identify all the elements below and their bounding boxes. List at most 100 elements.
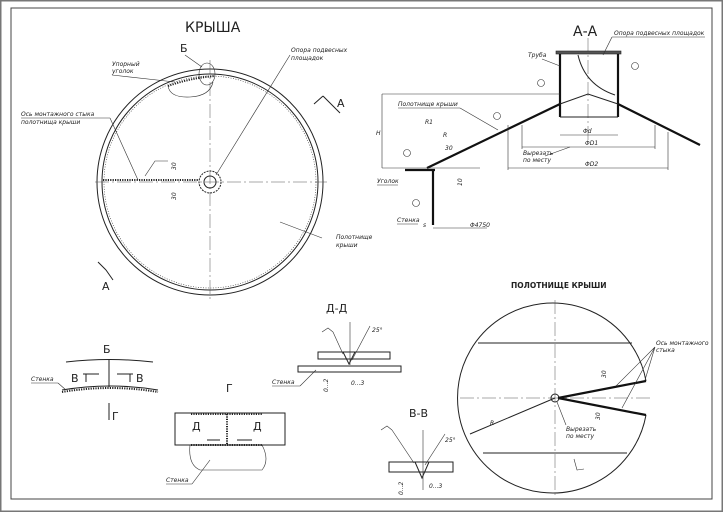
sheet-outline (457, 302, 647, 494)
joint-axis-label-2: полотнища крыши (21, 119, 80, 126)
detail-g-marker-left: Д (192, 420, 201, 433)
section-dd-weld-symbol (321, 327, 344, 355)
sheet-dim-30b: 30 (595, 412, 602, 420)
section-vv: В-В 25° 0...3 0...2 (380, 407, 456, 495)
support-bracket (577, 54, 616, 96)
section-dd-angle: 25° (372, 327, 383, 334)
detail-b-marker-left: В (71, 372, 79, 385)
detail-g-wall-leader (191, 459, 211, 485)
detail-b: Б В В Стенка Г (31, 343, 159, 423)
section-dd-wall-leader (299, 369, 317, 387)
section-dd: Д-Д 25° 0...3 0...2 Стенка (272, 302, 402, 392)
stop-angle-leader (111, 74, 176, 83)
section-vv-plate (388, 461, 454, 473)
sheet-joint-leaders (615, 346, 656, 409)
wedge-bottom (557, 396, 647, 417)
support-leader (215, 54, 291, 176)
section-marker-top: А (337, 97, 345, 110)
dim-10: 10 (457, 178, 464, 186)
section-vv-weld-symbol (380, 425, 415, 464)
dim-d1: ΦD1 (585, 140, 598, 147)
weld-symbol (144, 160, 168, 177)
section-aa: А-А H Φ4750 s Φd ΦD1 ΦD2 Вырезать по мес… (376, 24, 705, 229)
inner-frame (10, 7, 713, 500)
section-v-marks (83, 373, 133, 382)
detail-b-wall-leader (57, 382, 67, 391)
section-dd-weld (342, 351, 356, 366)
cut-label: Вырезать (523, 150, 554, 157)
pipe-label: Труба (528, 52, 547, 59)
dim-s: s (423, 222, 426, 229)
detail-b-circle (198, 62, 216, 86)
section-vv-bevel (424, 433, 446, 466)
section-vv-gap: 0...3 (429, 483, 443, 490)
stop-angle-outline (167, 81, 214, 98)
sheet-center-hole (550, 393, 560, 403)
detail-g-title: Г (226, 382, 233, 395)
aa-wall-label: Стенка (397, 217, 420, 224)
angle-label: Уголок (377, 178, 399, 185)
weld-symbols (403, 62, 639, 207)
joint-axis-label: Ось монтажного стыка (21, 111, 95, 118)
roof-sheet-right (617, 103, 701, 146)
sheet-leader (279, 221, 323, 239)
section-a-mark-bottom (97, 261, 114, 281)
dim-4750: Φ4750 (470, 222, 490, 229)
dim-30-bottom: 30 (171, 192, 178, 200)
detail-b-wall-label: Стенка (31, 376, 54, 383)
section-dd-title: Д-Д (326, 302, 348, 315)
support-label-2: площадок (291, 55, 324, 62)
section-dd-wall-label: Стенка (272, 379, 295, 386)
aa-sheet-label: Полотнище крыши (398, 101, 458, 108)
detail-b-edges (61, 359, 159, 391)
dim-d2: ΦD2 (585, 161, 598, 168)
detail-g: Г Д Д Стенка (166, 382, 286, 485)
cut-label-2: по месту (523, 157, 552, 164)
roof-plan: КРЫША Б Упорный уголок Опора подвесных п… (21, 20, 373, 300)
dim-r: R (443, 132, 447, 139)
sheet-dim-30a: 30 (601, 370, 608, 378)
section-vv-title: В-В (409, 407, 428, 420)
dim-h: H (376, 130, 381, 137)
center-ring (198, 170, 222, 194)
dim-d: Φd (583, 128, 592, 135)
sheet-label: Полотнище (336, 234, 373, 241)
joint-axis-leader (109, 117, 139, 181)
section-vv-weld (414, 461, 430, 480)
detail-b-leader (184, 54, 203, 68)
sheet-cut-label-2: по месту (566, 433, 595, 440)
aa-support-leader (602, 36, 613, 56)
section-marker-bottom: А (102, 280, 110, 293)
stop-angle (167, 75, 216, 87)
sheet-joint-label-2: стыка (656, 347, 675, 354)
sheet-joint-label: Ось монтажного (656, 340, 709, 347)
roof-sheet-left (426, 103, 561, 169)
sheet-weld-mark (573, 458, 585, 471)
detail-g-wall (189, 444, 267, 471)
section-vv-step: 0...2 (398, 481, 405, 495)
stop-angle-label-2: уголок (111, 68, 134, 75)
dim-r1: R1 (425, 119, 433, 126)
wedge-top (557, 379, 647, 400)
roof-plan-title: КРЫША (185, 20, 241, 36)
radius-line (469, 397, 556, 435)
pipe-leader (541, 58, 561, 67)
dim-30: 30 (445, 145, 453, 152)
cut-leader (544, 146, 571, 157)
sheet-dim-r: R (490, 420, 494, 427)
section-dd-plate-bottom (297, 365, 402, 373)
stop-angle-label: Упорный (112, 61, 140, 68)
section-dd-bevel (351, 325, 371, 361)
detail-b-marker-right: В (136, 372, 144, 385)
center-pipe (203, 175, 217, 189)
aa-support-label: Опора подвесных площадок (614, 30, 705, 37)
section-a-mark-top (313, 95, 341, 114)
section-dd-gap: 0...3 (351, 380, 365, 387)
section-aa-title: А-А (573, 24, 598, 40)
detail-b-marker: Б (180, 42, 188, 55)
section-vv-angle: 25° (445, 437, 456, 444)
pipe-flange (555, 50, 622, 55)
